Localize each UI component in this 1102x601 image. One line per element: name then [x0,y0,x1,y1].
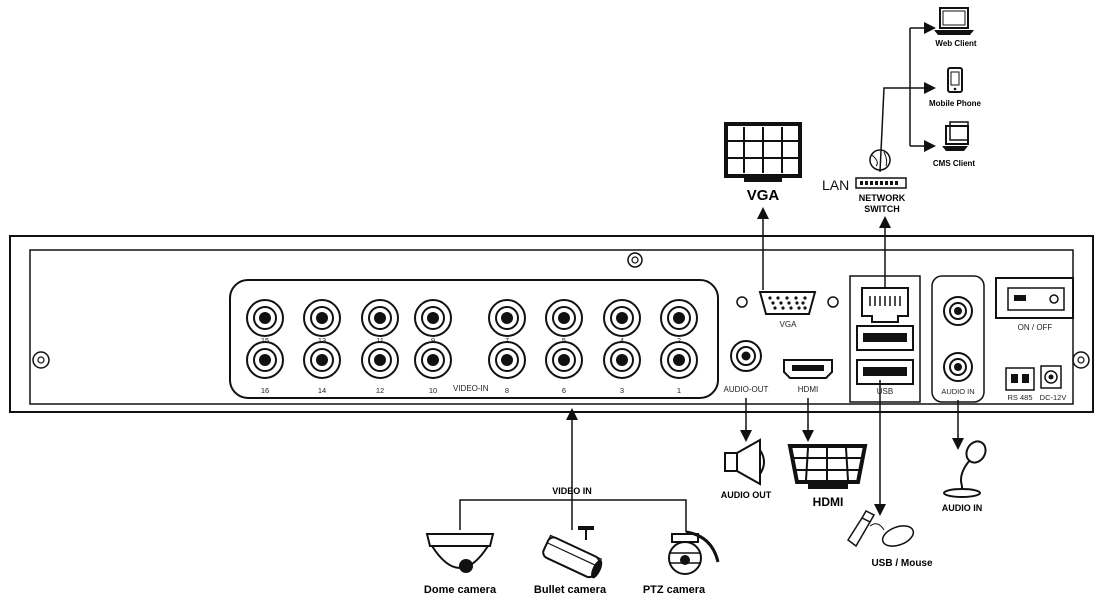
channel-number-label: 9 [431,336,435,345]
channel-number-label: 10 [429,386,437,395]
ptz-camera-icon [668,530,720,575]
channel-number-label: 15 [261,336,269,345]
bnc-bottom-row: 16 14 12 10 8 6 3 1 [246,341,698,395]
mobile-phone-label: Mobile Phone [929,99,982,108]
usb-port-bottom[interactable] [856,359,914,385]
channel-number-label: 14 [318,386,326,395]
dc-label: DC-12V [1040,393,1067,402]
bnc-video-input[interactable]: 4 [603,299,641,345]
lan-usb-block: USB [849,275,921,403]
power-switch[interactable]: ON / OFF [995,277,1074,332]
mobile-phone-icon [947,67,963,93]
bnc-video-input[interactable]: 9 [414,299,452,345]
bnc-video-input[interactable]: 15 [246,299,284,345]
bnc-video-input[interactable]: 7 [488,299,526,345]
audio-out-port-label: AUDIO-OUT [724,385,769,394]
vga-monitor-icon [724,122,802,182]
bnc-video-input[interactable]: 8 [488,341,526,395]
audio-out-label: AUDIO OUT [721,490,772,500]
channel-number-label: 8 [505,386,509,395]
usb-mouse-label: USB / Mouse [871,558,933,569]
usb-port-label: USB [877,387,893,396]
bnc-top-row: 15 13 11 9 7 5 4 2 [246,299,698,345]
bnc-video-input[interactable]: 10 [414,341,452,395]
right-mount-hole [1072,351,1090,369]
hdmi-port-label: HDMI [798,385,818,394]
power-switch-label: ON / OFF [1018,323,1053,332]
channel-number-label: 3 [620,386,624,395]
bnc-video-input[interactable]: 12 [361,341,399,395]
dome-camera-icon [425,533,495,573]
channel-number-label: 7 [505,336,509,345]
hdmi-port[interactable]: HDMI [783,359,833,394]
network-switch-icon [855,177,907,189]
channel-number-label: 4 [620,336,624,345]
connection-lines [459,22,964,532]
top-screw [627,252,643,268]
hdmi-monitor-label: HDMI [813,495,844,509]
channel-number-label: 1 [677,386,681,395]
rs485-port[interactable]: RS 485 [1005,367,1035,402]
rj45-port[interactable] [861,287,909,323]
cms-client-label: CMS Client [933,159,976,168]
video-in-device-label: VIDEO IN [552,486,592,496]
ptz-camera-label: PTZ camera [643,584,706,596]
video-in-label: VIDEO-IN [453,384,489,393]
dvr-rear-panel [9,235,1094,413]
desktop-computer-icon [942,121,969,151]
bnc-video-input[interactable]: 13 [303,299,341,345]
laptop-icon [934,7,974,35]
bnc-video-input[interactable]: 3 [603,341,641,395]
channel-number-label: 12 [376,386,384,395]
microphone-icon [943,440,987,498]
bnc-video-input[interactable]: 5 [545,299,583,345]
channel-number-label: 5 [562,336,566,345]
lan-label: LAN [822,177,849,193]
web-client-label: Web Client [935,39,977,48]
audio-in-label: AUDIO IN [942,503,983,513]
channel-number-label: 6 [562,386,566,395]
audio-in-block: AUDIO IN [931,275,985,403]
video-in-block: 15 13 11 9 7 5 4 2 16 14 12 10 8 6 3 1 VIDEO-IN [229,279,719,399]
vga-monitor-label: VGA [747,187,780,204]
audio-in-port-1[interactable] [943,296,973,326]
network-switch-label-2: SWITCH [864,204,900,214]
bnc-video-input[interactable]: 1 [660,341,698,395]
bullet-camera-icon [542,526,603,579]
channel-number-label: 13 [318,336,326,345]
bnc-video-input[interactable]: 14 [303,341,341,395]
bnc-video-input[interactable]: 6 [545,341,583,395]
network-switch-label-1: NETWORK [859,193,906,203]
vga-port[interactable]: VGA [736,291,839,329]
channel-number-label: 2 [677,336,681,345]
bnc-video-input[interactable]: 16 [246,341,284,395]
bnc-video-input[interactable]: 2 [660,299,698,345]
usb-mouse-icon [846,510,915,548]
audio-out-port[interactable]: AUDIO-OUT [724,340,769,394]
usb-port-top[interactable] [856,325,914,351]
globe-icon [869,149,891,171]
rs485-label: RS 485 [1007,393,1032,402]
audio-in-port-2[interactable] [943,352,973,382]
dome-camera-label: Dome camera [424,584,497,596]
left-mount-hole [32,351,50,369]
dc-power-port[interactable]: DC-12V [1040,365,1067,402]
bnc-video-input[interactable]: 11 [361,299,399,345]
hdmi-monitor-icon [787,444,868,489]
channel-number-label: 16 [261,386,269,395]
audio-in-port-label: AUDIO IN [941,387,974,396]
bullet-camera-label: Bullet camera [534,584,607,596]
vga-port-label: VGA [780,320,798,329]
channel-number-label: 11 [376,336,384,345]
speaker-icon [724,438,765,486]
